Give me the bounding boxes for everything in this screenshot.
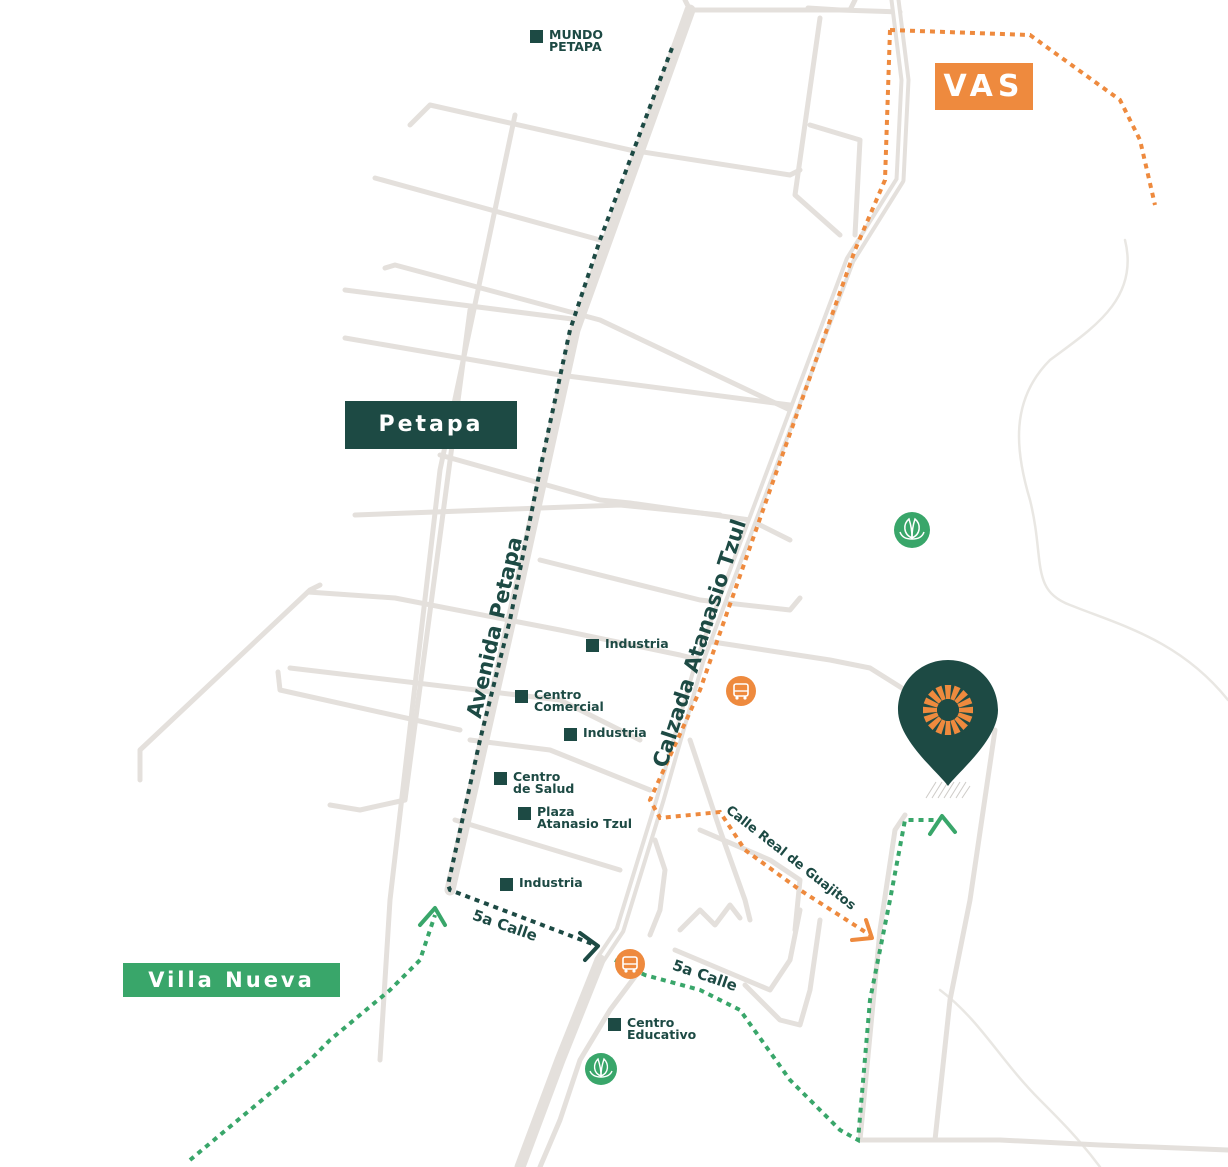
region-label-petapa: Petapa — [345, 401, 517, 449]
sun-ray — [944, 685, 952, 699]
sun-ray — [957, 712, 973, 723]
route-calzada-vas — [647, 28, 1157, 942]
poi-centro-educativo: Centro Educativo — [608, 1015, 697, 1042]
sun-ray — [954, 690, 968, 704]
sun-ray — [957, 697, 973, 708]
leaf-icon — [585, 1053, 617, 1085]
poi-label: Industria — [519, 875, 583, 890]
sun-ray — [954, 716, 968, 730]
poi-marker-icon — [515, 690, 528, 703]
major-roads — [444, 0, 911, 1167]
region-label-vas: VAS — [935, 63, 1033, 110]
poi-label: Centro Comercial — [534, 687, 604, 714]
sun-ray — [923, 712, 939, 723]
poi-plaza-atanasio-tzul: Plaza Atanasio Tzul — [518, 804, 633, 831]
poi-industria: Industria — [564, 725, 647, 741]
route-avenida-petapa — [445, 47, 674, 962]
sun-ray — [959, 706, 973, 714]
leaf-icon — [894, 512, 930, 548]
sun-ray — [923, 706, 937, 714]
sun-ray — [928, 690, 942, 704]
poi-marker-icon — [564, 728, 577, 741]
route-villa-nueva — [188, 814, 957, 1162]
poi-marker-icon — [500, 878, 513, 891]
poi-label: Centro Educativo — [627, 1015, 697, 1042]
sun-ray — [928, 716, 942, 730]
poi-industria: Industria — [586, 636, 669, 652]
poi-label: Industria — [583, 725, 647, 740]
sun-ray — [935, 719, 946, 735]
poi-marker-icon — [530, 30, 543, 43]
poi-marker-icon — [518, 807, 531, 820]
sun-ray — [950, 719, 961, 735]
bus-icon — [726, 676, 756, 706]
poi-marker-icon — [586, 639, 599, 652]
sun-pin-icon — [898, 660, 998, 799]
poi-centro-de-salud: Centro de Salud — [494, 769, 575, 796]
sun-ray — [950, 685, 961, 701]
sun-ray — [935, 685, 946, 701]
poi-label: MUNDO PETAPA — [549, 27, 604, 54]
poi-label: Plaza Atanasio Tzul — [537, 804, 633, 831]
sun-ray — [923, 697, 939, 708]
sun-ray — [944, 721, 952, 735]
poi-marker-icon — [494, 772, 507, 785]
poi-label: Industria — [605, 636, 669, 651]
region-label-villa-nueva: Villa Nueva — [123, 963, 340, 997]
minor-roads — [137, 0, 1228, 1167]
poi-marker-icon — [608, 1018, 621, 1031]
bus-icon — [615, 949, 645, 979]
poi-label: Centro de Salud — [513, 769, 575, 796]
poi-industria: Industria — [500, 875, 583, 891]
river-lines — [938, 238, 1228, 1167]
poi-centro-comercial: Centro Comercial — [515, 687, 604, 714]
poi-mundo-petapa: MUNDO PETAPA — [530, 27, 604, 54]
